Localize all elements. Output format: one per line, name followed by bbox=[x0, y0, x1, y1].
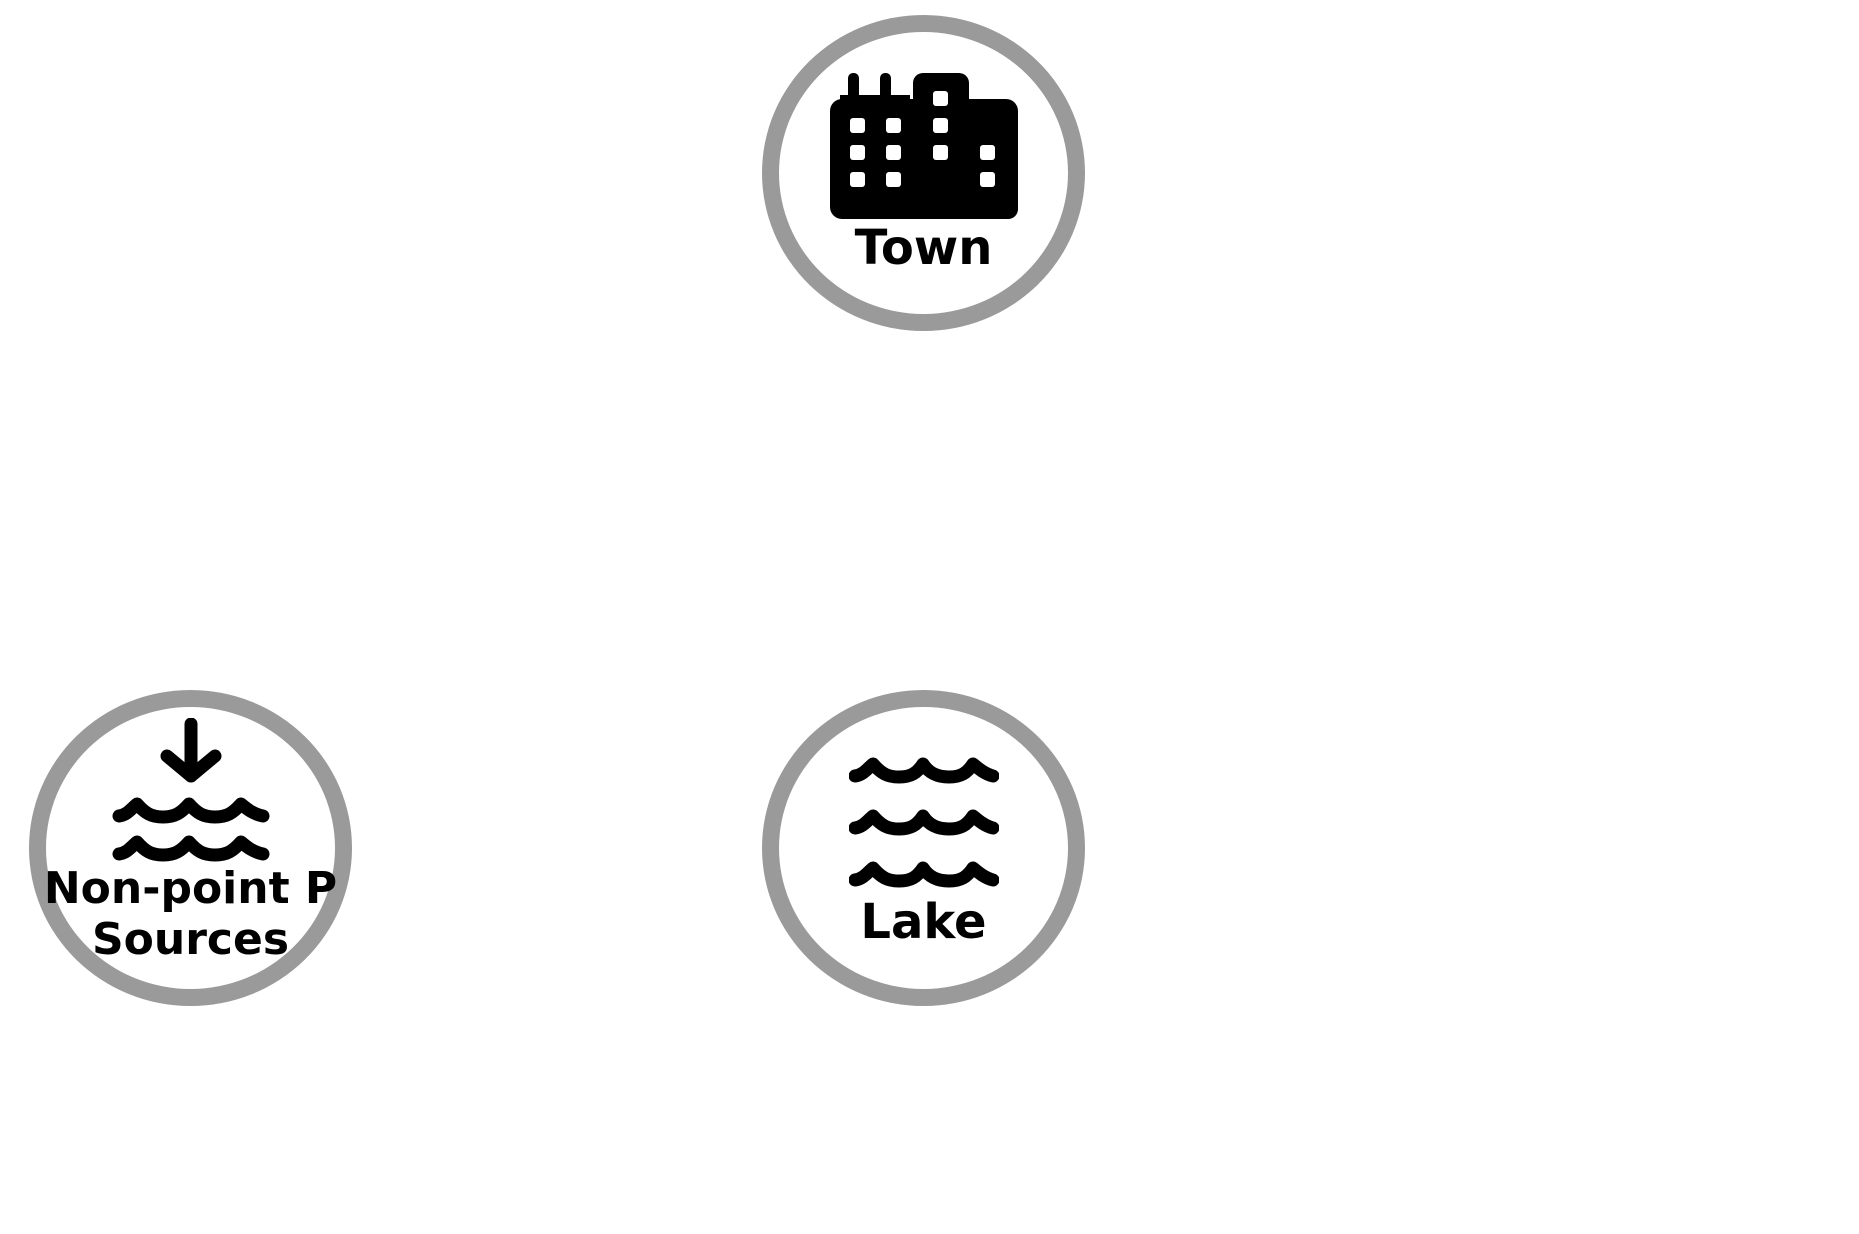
water-inflow-icon bbox=[112, 718, 269, 862]
building-icon bbox=[829, 72, 1018, 219]
nonpoint-sources-node[interactable]: Non-point P Sources bbox=[29, 690, 352, 1006]
town-node[interactable]: Town bbox=[762, 15, 1085, 331]
nonpoint-label-line1: Non-point P bbox=[43, 863, 338, 915]
nonpoint-label: Non-point P Sources bbox=[44, 864, 337, 965]
lake-label: Lake bbox=[860, 893, 987, 950]
water-waves-icon bbox=[848, 757, 999, 888]
nonpoint-label-line2: Sources bbox=[91, 914, 290, 965]
town-label: Town bbox=[854, 219, 993, 276]
lake-node[interactable]: Lake bbox=[762, 690, 1085, 1006]
